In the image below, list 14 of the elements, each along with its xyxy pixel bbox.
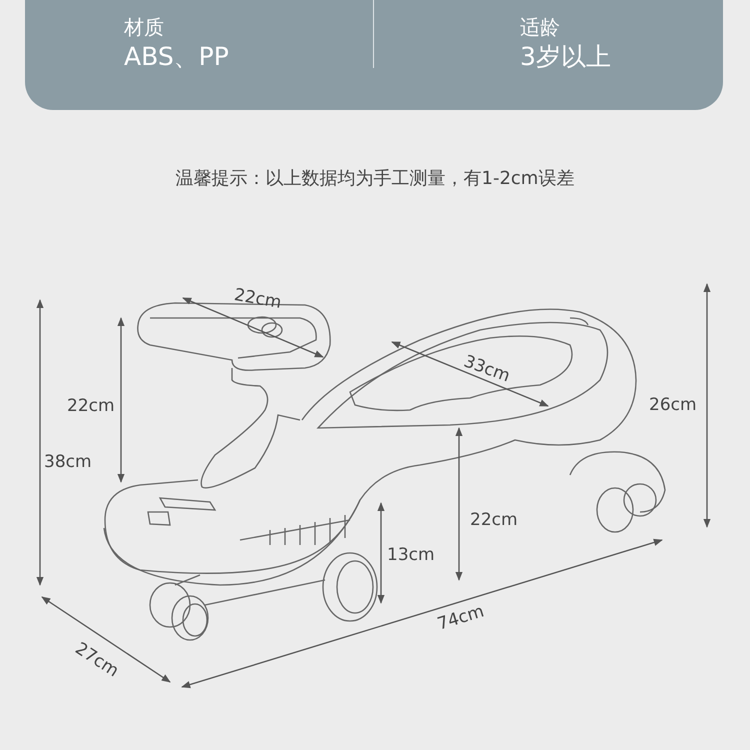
spec-value: 3岁以上 (520, 41, 611, 73)
dimension-label: 74cm (435, 601, 486, 635)
spec-label: 适龄 (520, 14, 560, 41)
dimension-label: 38cm (44, 452, 92, 472)
spec-panel (25, 0, 723, 110)
dimension-label: 33cm (461, 351, 513, 387)
spec-label: 材质 (124, 14, 164, 41)
note-text: 温馨提示：以上数据均为手工测量，有1-2cm误差 (176, 167, 574, 190)
dimension-label: 26cm (649, 395, 697, 415)
spec-value: ABS、PP (124, 41, 229, 73)
dimension-label: 22cm (67, 396, 115, 416)
dimension-label: 22cm (232, 285, 283, 313)
dimension-label: 13cm (387, 545, 435, 565)
dimension-label: 22cm (470, 510, 518, 530)
